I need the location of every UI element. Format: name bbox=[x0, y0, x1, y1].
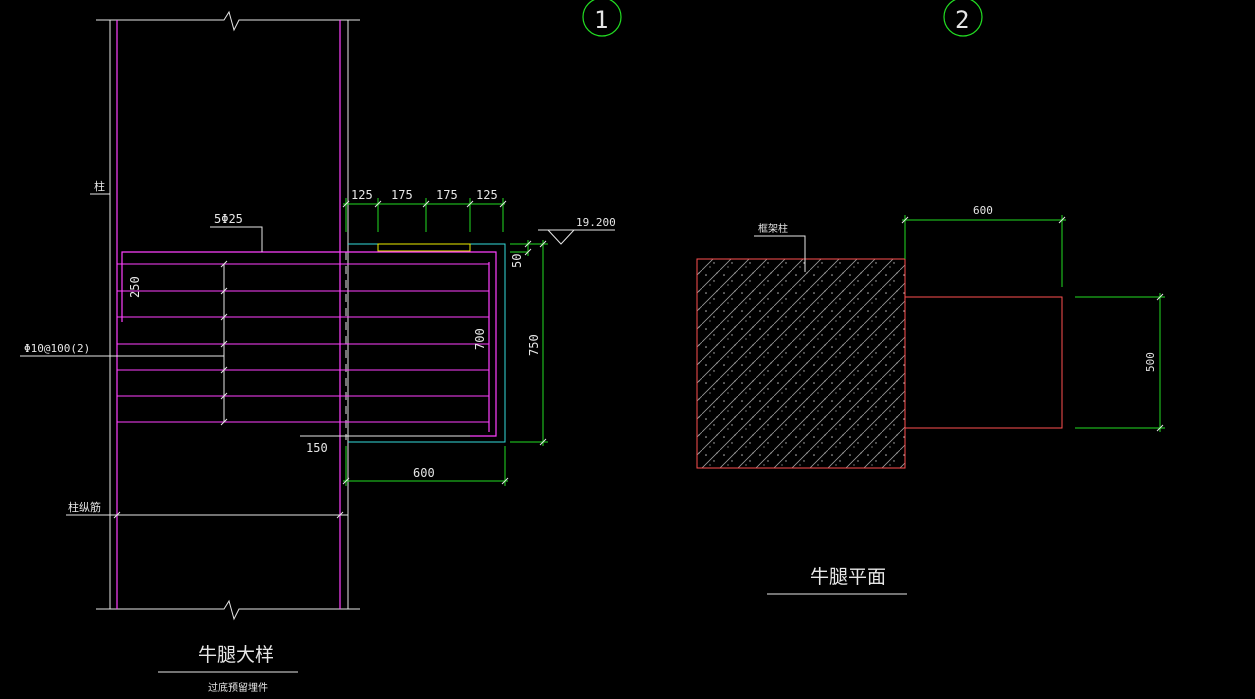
column-label: 柱 bbox=[94, 179, 105, 193]
plan-dim-500 bbox=[1075, 293, 1165, 432]
top-dimension-ticks bbox=[342, 200, 507, 208]
dim-50: 50 bbox=[510, 254, 524, 268]
detail-1-subtitle: 过底预留埋件 bbox=[208, 681, 268, 694]
dim-top-2: 175 bbox=[391, 188, 413, 202]
bottom-break-line bbox=[96, 599, 360, 621]
detail-1-corbel-section: Φ10@100(2) 150 5Φ25 250 柱 柱纵筋 bbox=[20, 0, 622, 694]
plan-dim-500-ticks bbox=[1156, 293, 1164, 432]
top-bars-label: 5Φ25 bbox=[214, 212, 243, 226]
frame-column-label: 框架柱 bbox=[758, 222, 788, 235]
dim-600-detail2: 600 bbox=[973, 204, 993, 217]
elevation-label: 19.200 bbox=[576, 216, 616, 229]
stirrup-label: Φ10@100(2) bbox=[24, 342, 90, 355]
corbel-top-bar bbox=[121, 251, 497, 437]
plan-dim-600-ticks bbox=[901, 216, 1066, 224]
right-vertical-ticks bbox=[524, 240, 547, 446]
dim-500: 500 bbox=[1144, 352, 1157, 372]
embedded-plate bbox=[377, 243, 471, 252]
column-rebar-label: 柱纵筋 bbox=[68, 500, 101, 514]
detail-1-title: 牛腿大样 bbox=[198, 644, 274, 666]
bottom-dim-600 bbox=[343, 446, 508, 486]
dim-700: 700 bbox=[473, 328, 487, 350]
elevation-mark bbox=[538, 229, 615, 245]
dim-top-3: 175 bbox=[436, 188, 458, 202]
detail-2-bubble bbox=[943, 0, 983, 37]
detail-1-bubble bbox=[582, 0, 622, 37]
detail-2-number: 2 bbox=[955, 6, 969, 34]
bottom-dim-ticks bbox=[342, 477, 509, 485]
dim-250: 250 bbox=[128, 276, 142, 298]
detail-2-title: 牛腿平面 bbox=[810, 566, 886, 588]
stirrup-lines bbox=[117, 263, 489, 423]
detail-1-number: 1 bbox=[594, 6, 608, 34]
stirrup-leader-ticks bbox=[220, 260, 228, 426]
dim-top-1: 125 bbox=[351, 188, 373, 202]
right-vertical-dims bbox=[510, 240, 548, 446]
plan-dim-600 bbox=[902, 215, 1066, 287]
top-dimension-chain bbox=[343, 198, 505, 232]
detail-2-corbel-plan: 2 框架柱 600 500 牛腿平面 bbox=[696, 0, 1165, 595]
dim-750: 750 bbox=[527, 334, 541, 356]
dim-150: 150 bbox=[306, 441, 328, 455]
corbel-plan-outline bbox=[904, 296, 1063, 429]
top-break-line bbox=[96, 10, 360, 32]
frame-column-leader bbox=[754, 235, 806, 272]
column-rebar-ticks bbox=[113, 511, 344, 519]
frame-column-hatched bbox=[696, 258, 906, 469]
top-bars-leader bbox=[210, 226, 263, 252]
dim-600-detail1: 600 bbox=[413, 466, 435, 480]
dim-top-4: 125 bbox=[476, 188, 498, 202]
